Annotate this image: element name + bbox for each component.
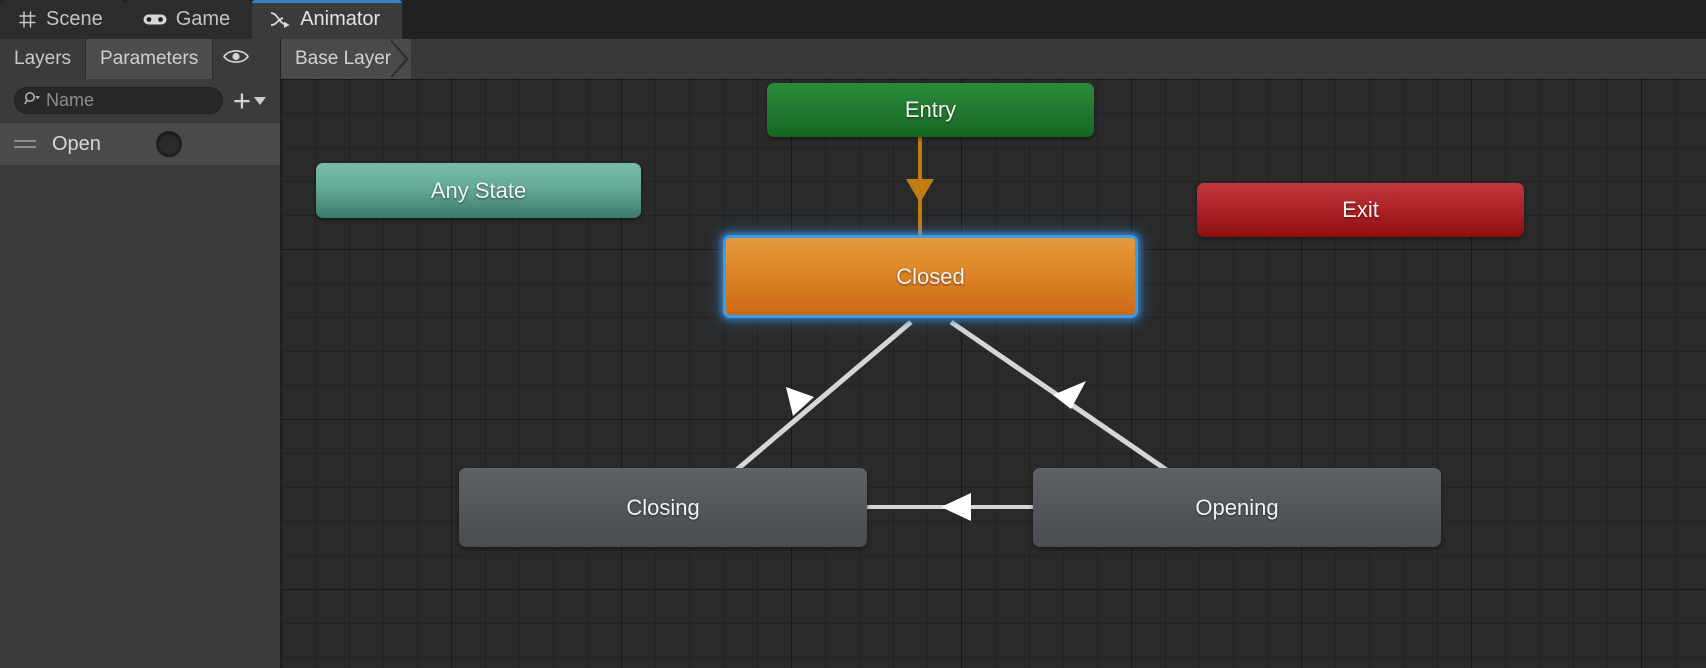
graph-node-opening[interactable]: Opening — [1033, 468, 1441, 547]
graph-node-any-state-label: Any State — [430, 177, 527, 203]
sub-bar-empty-area — [411, 39, 1706, 79]
parameters-panel: Name + Open — [0, 79, 281, 668]
tab-animator-label: Animator — [300, 8, 381, 30]
graph-node-exit-label: Exit — [1342, 197, 1379, 222]
eye-icon — [223, 48, 250, 70]
graph-node-exit[interactable]: Exit — [1197, 183, 1524, 237]
chevron-right-icon — [391, 39, 411, 79]
parameters-toolbar: Name + — [0, 79, 280, 122]
tab-game[interactable]: Game — [124, 0, 253, 39]
grid-icon — [18, 10, 37, 29]
graph-node-any-state[interactable]: Any State — [316, 163, 641, 218]
parameter-list: Open — [0, 122, 280, 165]
transition-entry-to-closed[interactable] — [906, 135, 934, 243]
panel-tab-group: Layers Parameters — [0, 39, 281, 79]
visibility-toggle-button[interactable] — [213, 39, 260, 79]
plus-icon: + — [232, 82, 251, 118]
tab-scene[interactable]: Scene — [0, 0, 125, 39]
chevron-down-icon — [254, 96, 266, 105]
window-tab-bar: Scene Game Animator — [0, 0, 1706, 39]
graph-node-opening-label: Opening — [1195, 494, 1279, 520]
breadcrumb-item-base-layer: Base Layer — [295, 48, 392, 69]
parameter-name-label: Open — [52, 132, 101, 155]
search-placeholder: Name — [46, 90, 95, 110]
graph-node-entry-label: Entry — [904, 97, 957, 122]
breadcrumb[interactable]: Base Layer — [281, 39, 412, 79]
animator-icon — [270, 11, 291, 28]
graph-node-closed-label: Closed — [896, 263, 965, 289]
tab-layers-label: Layers — [14, 48, 72, 69]
search-icon — [24, 91, 41, 111]
tab-parameters[interactable]: Parameters — [86, 39, 214, 79]
parameter-bool-toggle[interactable] — [155, 131, 182, 157]
tab-parameters-label: Parameters — [100, 48, 199, 69]
graph-node-entry[interactable]: Entry — [767, 83, 1094, 137]
drag-handle-icon[interactable] — [14, 140, 36, 148]
tab-layers[interactable]: Layers — [0, 39, 87, 79]
graph-node-closing[interactable]: Closing — [459, 468, 867, 547]
transition-opening-to-closed[interactable] — [949, 319, 1173, 476]
animator-graph-canvas[interactable]: Entry Any State Exit Closed Closing Open… — [281, 79, 1706, 668]
graph-node-closed[interactable]: Closed — [723, 235, 1138, 318]
tab-game-label: Game — [175, 8, 231, 30]
add-parameter-button[interactable]: + — [232, 82, 270, 118]
tab-animator[interactable]: Animator — [252, 0, 403, 39]
animator-sub-bar: Layers Parameters Base Layer — [0, 39, 1706, 79]
transition-opening-to-closing[interactable] — [867, 493, 1033, 521]
graph-node-closing-label: Closing — [626, 494, 700, 520]
gamepad-icon — [143, 12, 167, 27]
tab-scene-label: Scene — [46, 8, 103, 30]
transition-closed-to-closing[interactable] — [731, 320, 913, 475]
search-input[interactable]: Name — [14, 87, 223, 114]
parameter-row-open[interactable]: Open — [0, 122, 280, 165]
